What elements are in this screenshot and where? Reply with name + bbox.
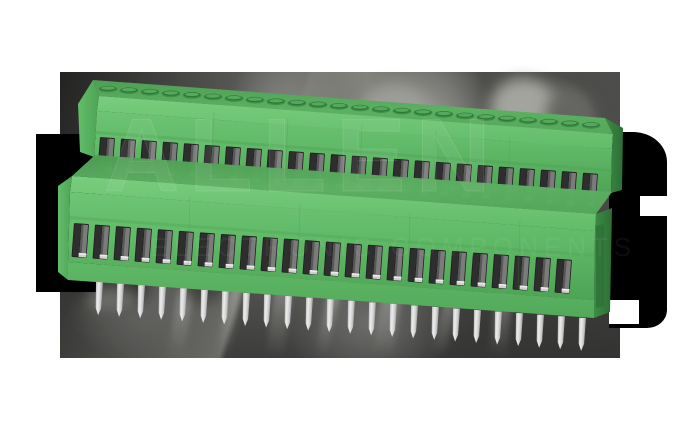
mask-shape-right-notch [640, 196, 670, 216]
mask-shape-left [36, 134, 102, 292]
mask-shape-right-tail [609, 300, 639, 324]
mask-shape-right [609, 132, 667, 328]
photo-backdrop [60, 72, 620, 359]
